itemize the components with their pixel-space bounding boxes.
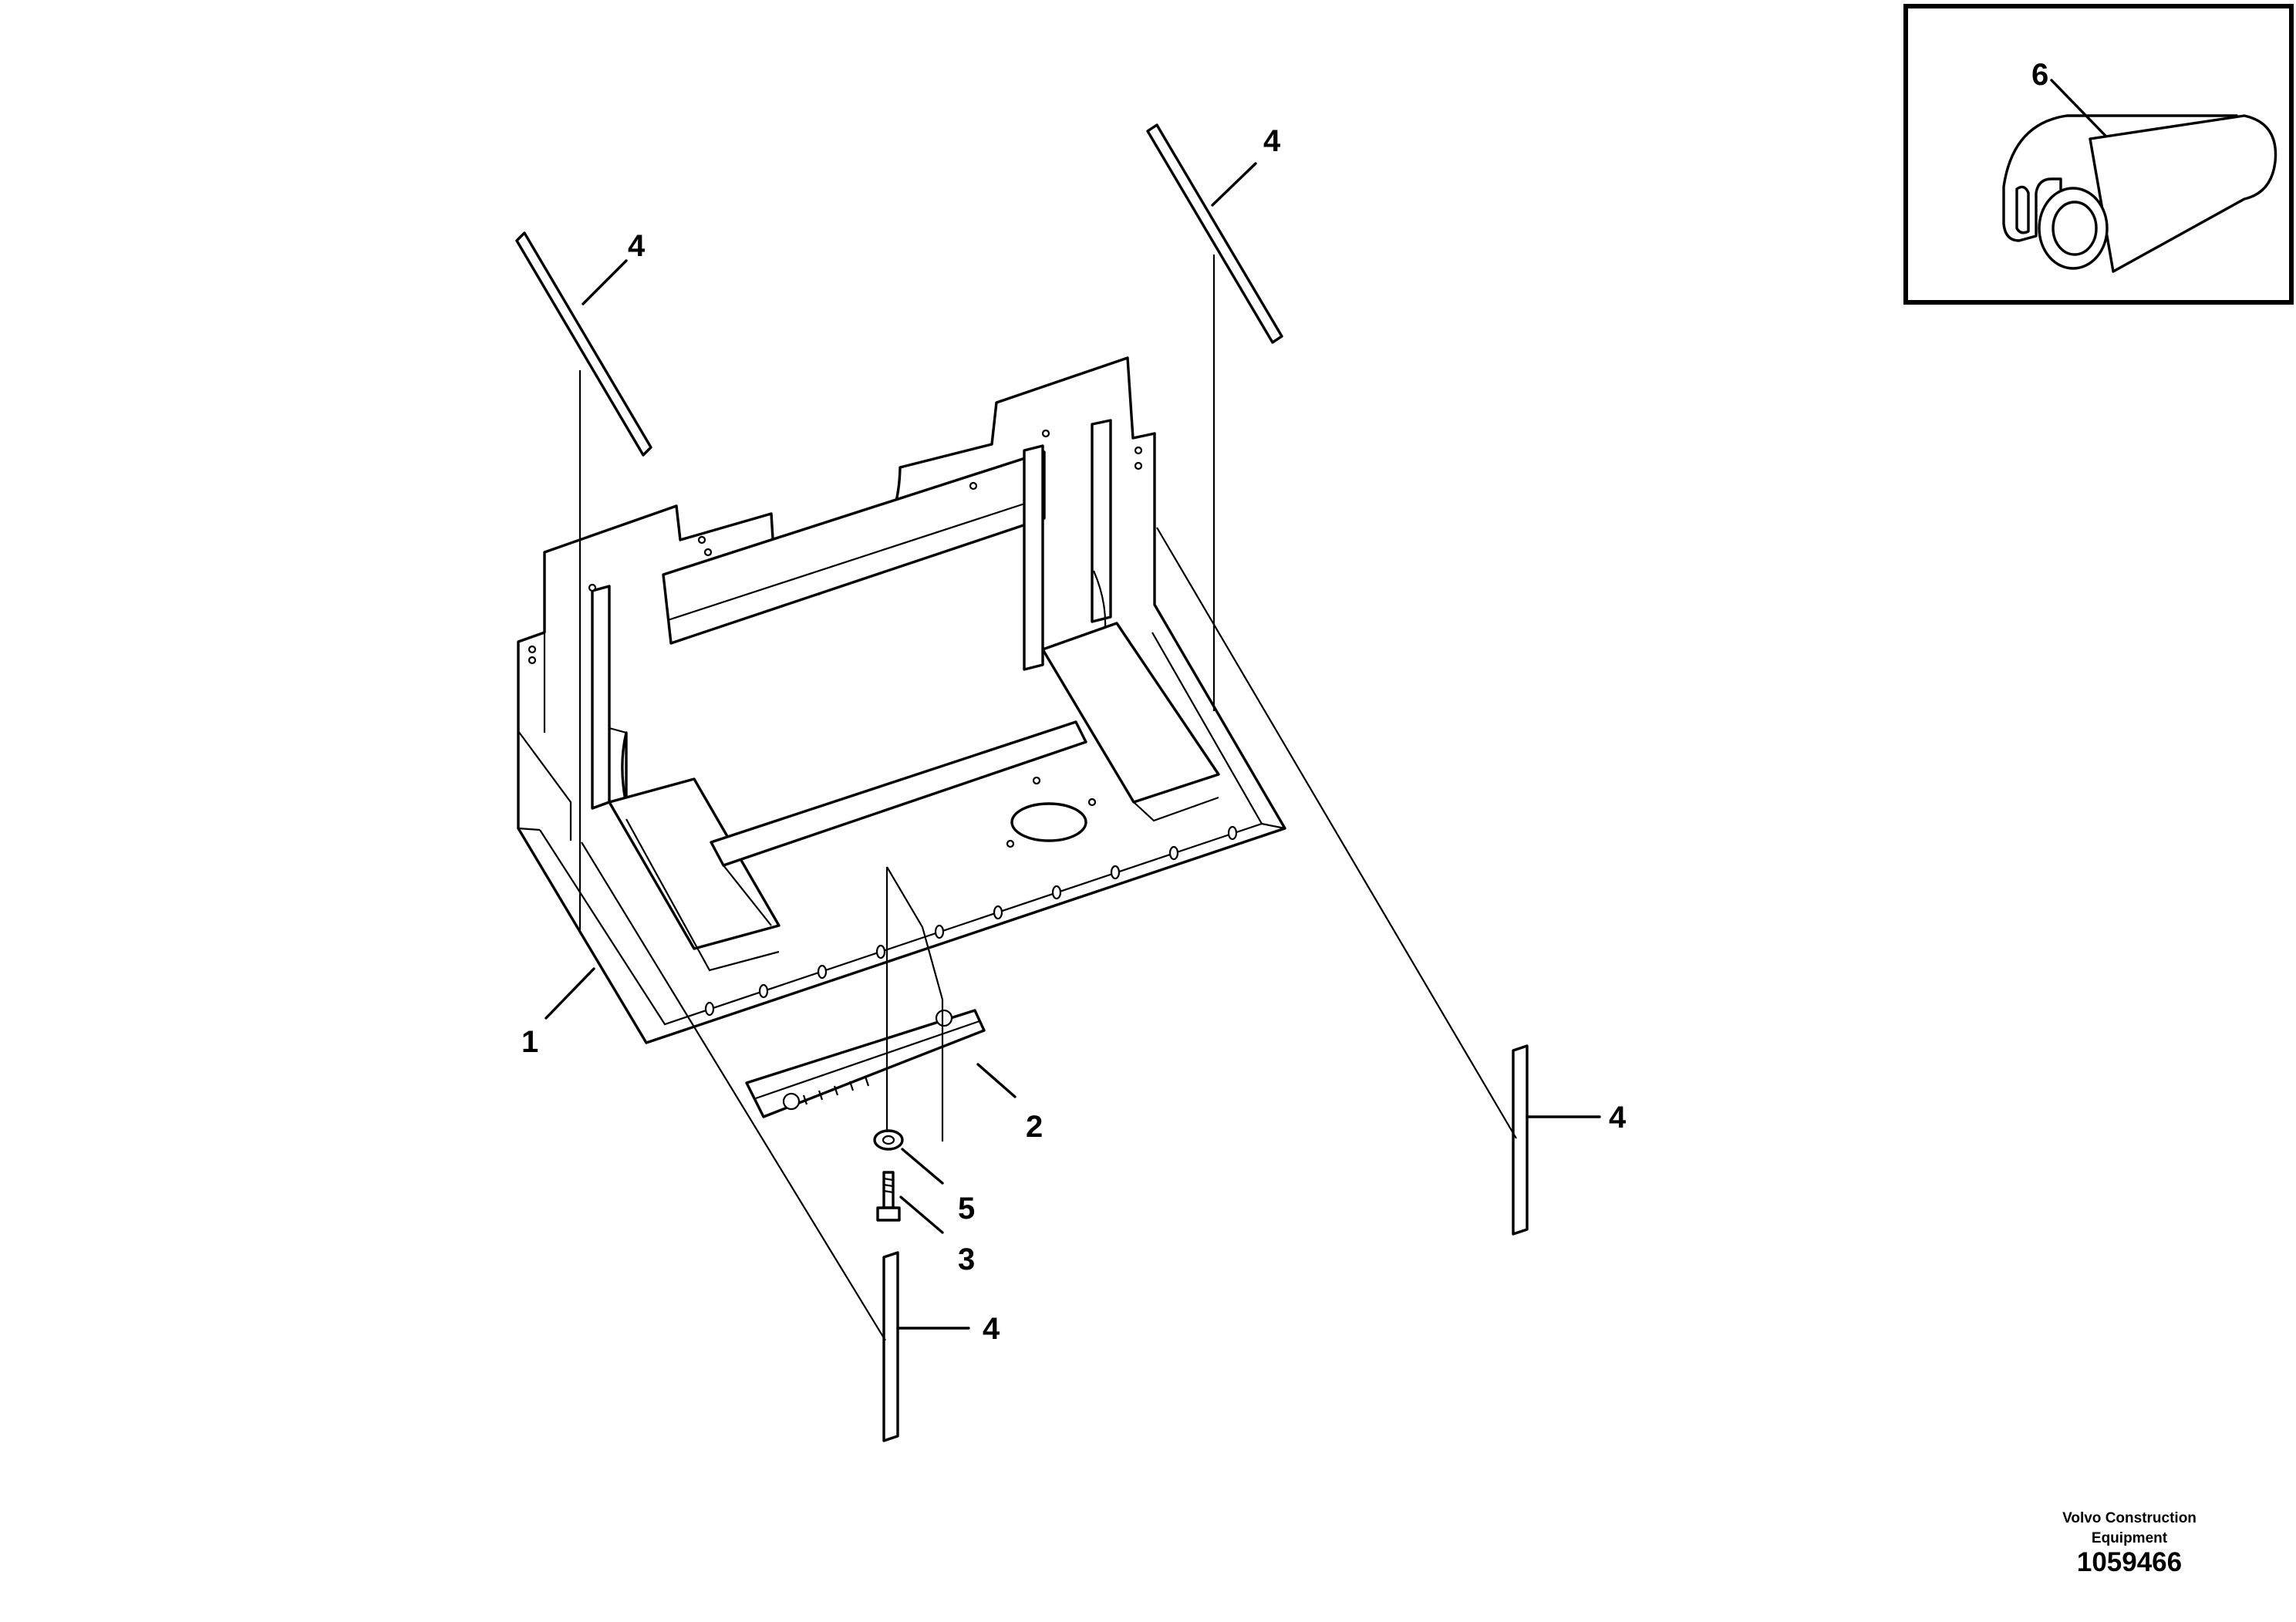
callout-5: 5 <box>958 1192 975 1226</box>
inset-frame <box>1903 4 2294 305</box>
part-5-washer <box>873 1129 904 1151</box>
callout-4-upper-left: 4 <box>628 229 646 263</box>
callout-6: 6 <box>2031 58 2048 92</box>
frame-assembly <box>517 356 1286 1044</box>
inset-detail: 6 <box>1903 4 2294 305</box>
callout-3: 3 <box>958 1243 975 1276</box>
company-line-2: Equipment <box>2091 1530 2168 1546</box>
part-2-mounting-bar <box>745 1009 986 1118</box>
leader-lines <box>544 162 1601 1330</box>
document-number: 1059466 <box>2076 1547 2183 1577</box>
callout-1: 1 <box>521 1025 538 1059</box>
leader-6 <box>2050 79 2107 137</box>
part-4-strip-lower-right <box>1512 1044 1529 1236</box>
callout-4-upper-right: 4 <box>1263 124 1281 158</box>
company-name: Volvo Construction Equipment <box>2029 1509 2230 1549</box>
company-line-1: Volvo Construction <box>2062 1510 2197 1526</box>
part-4-strip-upper-right <box>1146 123 1283 344</box>
callout-4-lower-left: 4 <box>983 1312 1000 1346</box>
edge-trim-profile <box>2002 114 2277 273</box>
part-3-bolt <box>876 1171 901 1222</box>
part-4-strip-lower-left <box>882 1251 899 1442</box>
assembly-guide-lines <box>578 255 1517 1341</box>
callout-2: 2 <box>1026 1110 1043 1144</box>
part-4-strip-upper-left <box>515 231 652 457</box>
callout-4-lower-right: 4 <box>1609 1101 1627 1135</box>
